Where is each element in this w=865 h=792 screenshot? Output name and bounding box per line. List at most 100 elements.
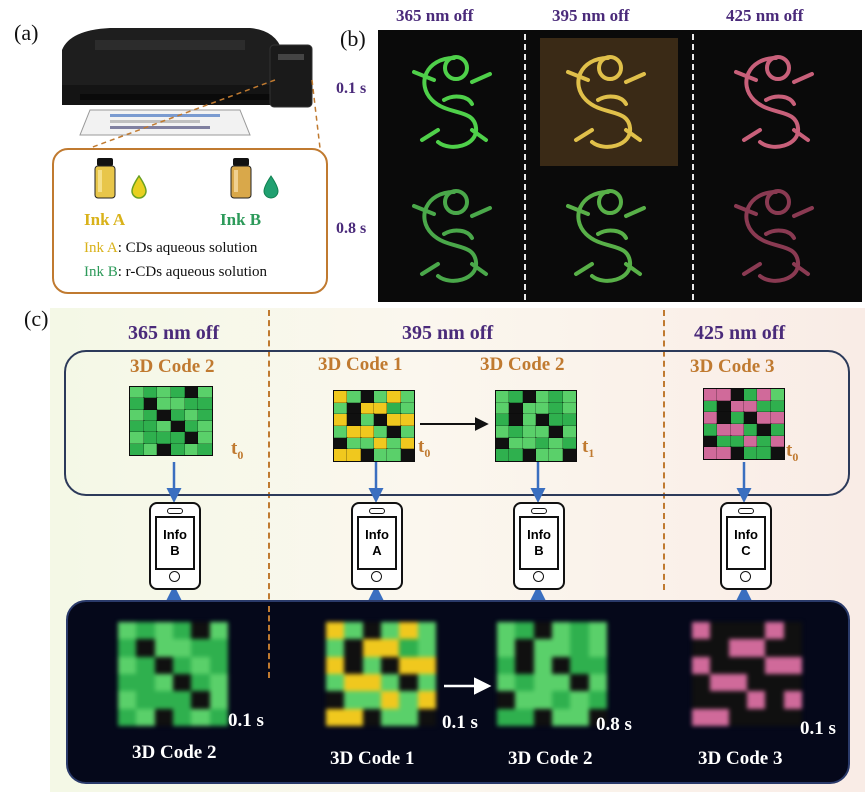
b-row-0-8s: 0.8 s xyxy=(336,220,367,237)
time-t0-425: t0 xyxy=(786,440,798,465)
code-cell xyxy=(170,385,186,400)
code-cell xyxy=(170,397,186,411)
b-column-395: 395 nm off xyxy=(552,6,630,25)
code-cell xyxy=(570,674,589,692)
code-cell xyxy=(399,390,416,404)
code-cell xyxy=(728,639,747,657)
code-cell xyxy=(399,436,416,451)
code-cell xyxy=(154,656,173,674)
code-cell xyxy=(570,639,589,657)
code-cell xyxy=(209,639,228,657)
code-cell xyxy=(769,434,786,449)
code-cell xyxy=(346,425,362,439)
code-cell xyxy=(362,656,381,674)
code-cell xyxy=(399,413,416,427)
code-cell xyxy=(515,656,534,674)
code-cell xyxy=(692,656,711,674)
t1-395-sub: 1 xyxy=(588,445,595,460)
code-cell xyxy=(197,408,213,423)
code-cell xyxy=(533,622,552,640)
code-cell xyxy=(742,399,759,414)
phone-4-line2: C xyxy=(741,543,751,558)
t1-395-text: t xyxy=(582,436,589,457)
ink-a-desc-prefix: Ink A xyxy=(84,240,118,256)
dragon-395-0-1s-image xyxy=(566,55,646,149)
code-cell xyxy=(399,639,418,657)
code-cell xyxy=(534,448,551,462)
code-cell xyxy=(381,622,400,640)
ink-b-desc-prefix: Ink B xyxy=(84,264,118,280)
code-cell xyxy=(118,639,137,657)
code-cell xyxy=(173,691,192,709)
code-cell xyxy=(534,401,551,416)
code-cell xyxy=(183,431,200,445)
time-t0-365: t0 xyxy=(231,438,243,463)
code-cell xyxy=(399,691,418,709)
code-cell xyxy=(716,423,732,437)
photo-divider-1 xyxy=(268,606,270,678)
code-cell xyxy=(332,448,349,462)
bottom-label-2: 3D Code 1 xyxy=(330,748,415,769)
code-cell xyxy=(769,399,786,414)
code-cell xyxy=(142,397,159,411)
code-cell xyxy=(136,622,155,640)
code-cell xyxy=(552,691,571,709)
code-cell xyxy=(326,639,345,657)
code-cell xyxy=(399,401,416,416)
code-cell xyxy=(170,408,186,423)
code-cell xyxy=(142,431,159,445)
code-cell xyxy=(515,639,534,657)
code-cell xyxy=(729,423,746,437)
code-cell xyxy=(173,708,192,726)
code-cell xyxy=(209,674,228,692)
code-cell xyxy=(173,622,192,640)
code-cell xyxy=(326,674,345,692)
code-cell xyxy=(173,639,192,657)
phone-4-line1: Info xyxy=(734,527,758,542)
code-cell xyxy=(386,401,402,416)
code-cell xyxy=(154,639,173,657)
code-cell xyxy=(197,397,213,411)
code-cell xyxy=(386,425,402,439)
code-cell xyxy=(765,639,784,657)
code-cell xyxy=(533,639,552,657)
b-row-0-1s: 0.1 s xyxy=(336,80,367,97)
phone-1-line1: Info xyxy=(163,527,187,542)
code-cell xyxy=(521,448,538,462)
ink-a-description: Ink A: CDs aqueous solution xyxy=(84,240,257,257)
code-cell xyxy=(515,674,534,692)
code-cell xyxy=(710,691,729,709)
code-cell xyxy=(728,708,747,726)
phone-4-home-button xyxy=(740,571,751,582)
code-cell xyxy=(756,434,772,449)
code-cell xyxy=(692,708,711,726)
code-cell xyxy=(494,448,511,462)
photo-code-395b xyxy=(497,622,607,726)
code-cell xyxy=(344,622,363,640)
c-head-425: 425 nm off xyxy=(694,322,786,344)
code-cell xyxy=(136,708,155,726)
code-cell xyxy=(710,674,729,692)
code-cell xyxy=(359,401,376,416)
code-cell xyxy=(747,708,766,726)
code-frame xyxy=(64,350,850,496)
code-cell xyxy=(156,442,172,457)
code-cell xyxy=(170,419,186,434)
code-cell xyxy=(346,413,362,427)
code-cell xyxy=(173,656,192,674)
photo1-time: 0.1 s xyxy=(228,710,264,731)
b-divider-2 xyxy=(692,34,694,300)
photo-arrow-overlay xyxy=(444,677,492,695)
code-cell xyxy=(692,674,711,692)
code-cell xyxy=(346,436,362,451)
code-cell xyxy=(326,708,345,726)
code-cell xyxy=(548,425,564,439)
code-cell xyxy=(729,388,746,402)
code-cell xyxy=(534,436,551,451)
dragon-365-0-1s-image xyxy=(412,55,492,149)
code-cell xyxy=(170,431,186,445)
phone-3-speaker xyxy=(531,508,547,514)
